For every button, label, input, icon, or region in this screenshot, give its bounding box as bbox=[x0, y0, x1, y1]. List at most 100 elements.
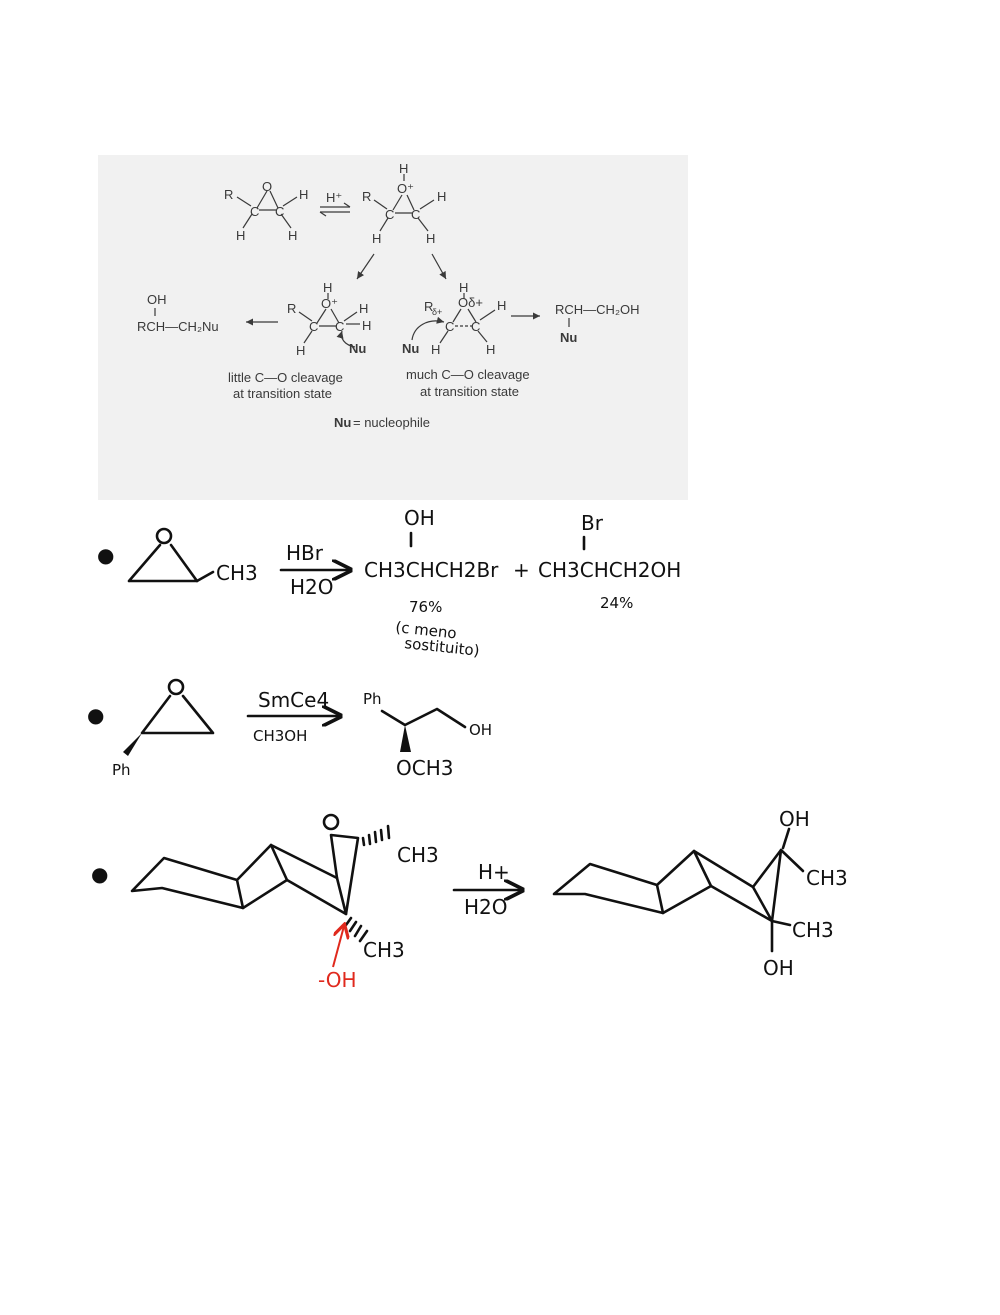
substituent-label: Ph bbox=[112, 761, 131, 779]
equilibrium-arrow: H⁺ bbox=[319, 190, 351, 217]
product1: CH3CHCH2Br bbox=[364, 558, 499, 582]
atom-label: C bbox=[445, 319, 454, 334]
epoxide-ring bbox=[140, 694, 215, 735]
scan-background bbox=[98, 155, 688, 500]
protonated-epoxide: H O⁺ R C C H H H bbox=[362, 161, 446, 246]
product-hydroxyl: OH bbox=[763, 956, 794, 980]
arrow-label: H⁺ bbox=[326, 190, 342, 205]
product-substituent: OCH3 bbox=[396, 756, 453, 780]
caption: much C—O cleavage bbox=[406, 367, 530, 382]
product1-substituent: OH bbox=[404, 506, 435, 530]
bullet: ● bbox=[91, 862, 108, 886]
product-line: Nu bbox=[560, 330, 577, 345]
atom-label: H bbox=[497, 298, 506, 313]
atom-label: R bbox=[224, 187, 233, 202]
plus-sign: + bbox=[513, 558, 530, 582]
epoxide-ring bbox=[329, 833, 360, 916]
hashed-bond bbox=[361, 824, 391, 847]
oxygen-atom bbox=[322, 813, 340, 831]
bullet: ● bbox=[97, 543, 114, 567]
atom-label: H bbox=[299, 187, 308, 202]
atom-label: O bbox=[262, 179, 272, 194]
atom-label: R bbox=[362, 189, 371, 204]
atom-label: H bbox=[399, 161, 408, 176]
legend-text: = nucleophile bbox=[353, 415, 430, 430]
atom-label: H bbox=[372, 231, 381, 246]
product-substituent: OH bbox=[469, 721, 492, 739]
product-substituent: Ph bbox=[363, 690, 382, 708]
partial-charge: δ+ bbox=[432, 307, 442, 317]
substituent-label: CH3 bbox=[216, 561, 258, 585]
wedge-bond bbox=[400, 725, 411, 752]
reagent-top: H+ bbox=[478, 860, 510, 884]
product-line: RCH—CH₂Nu bbox=[137, 319, 219, 334]
product-line: OH bbox=[147, 292, 167, 307]
atom-label: H bbox=[359, 301, 368, 316]
attacking-hydroxide: -OH bbox=[318, 968, 357, 992]
epoxide-ring bbox=[127, 543, 199, 583]
epoxide-reactant: O R C C H H H bbox=[224, 179, 308, 243]
reagent-bottom: H2O bbox=[464, 895, 508, 919]
atom-label: R bbox=[287, 301, 296, 316]
ring-fusion bbox=[655, 849, 713, 915]
atom-label: H bbox=[296, 343, 305, 358]
arrow-to-right-path bbox=[431, 253, 447, 280]
atom-label: H bbox=[236, 228, 245, 243]
nucleophile-attack-arrow bbox=[332, 926, 344, 968]
ring-fusion bbox=[235, 843, 289, 910]
decalin-frame bbox=[552, 849, 774, 923]
methyl-label: CH3 bbox=[397, 843, 439, 867]
atom-label: O⁺ bbox=[321, 296, 338, 311]
atom-label: H bbox=[437, 189, 446, 204]
left-transition-state: H O⁺ R C C H H H Nu bbox=[287, 280, 371, 358]
atom-label: O⁺ bbox=[397, 181, 414, 196]
legend-symbol: Nu bbox=[334, 415, 351, 430]
reagent-top: SmCe4 bbox=[258, 688, 329, 712]
atom-label: H bbox=[459, 280, 468, 295]
atom-label: R bbox=[424, 299, 433, 314]
right-product: RCH—CH₂OH Nu bbox=[555, 302, 640, 345]
product-methyl: CH3 bbox=[806, 866, 848, 890]
oxygen-atom bbox=[167, 678, 185, 696]
reaction-2: ● Ph SmCe4 CH3OH Ph OH OCH3 bbox=[87, 678, 492, 780]
atom-label: H bbox=[288, 228, 297, 243]
oxygen-atom bbox=[155, 527, 173, 545]
reagent-bottom: CH3OH bbox=[253, 727, 307, 745]
atom-label: C bbox=[411, 207, 420, 222]
caption: at transition state bbox=[420, 384, 519, 399]
caption: at transition state bbox=[233, 386, 332, 401]
product-hydroxyl: OH bbox=[779, 807, 810, 831]
reagent-top: HBr bbox=[286, 541, 324, 565]
atom-label: C bbox=[385, 207, 394, 222]
atom-label: H bbox=[431, 342, 440, 357]
atom-label: C bbox=[309, 319, 318, 334]
yield-1: 76% bbox=[409, 598, 442, 616]
left-product: OH RCH—CH₂Nu bbox=[137, 292, 219, 334]
atom-label: Oδ+ bbox=[458, 295, 483, 310]
atom-label: C bbox=[275, 204, 284, 219]
bullet: ● bbox=[87, 703, 104, 727]
reaction-1: ● CH3 HBr H2O OH CH3CHCH2Br + Br CH3CHCH… bbox=[97, 506, 681, 660]
atom-label: C bbox=[250, 204, 259, 219]
atom-label: H bbox=[486, 342, 495, 357]
yield-2: 24% bbox=[600, 594, 633, 612]
atom-label: H bbox=[426, 231, 435, 246]
atom-label: H bbox=[323, 280, 332, 295]
methyl-label: CH3 bbox=[363, 938, 405, 962]
atom-label: C bbox=[335, 319, 344, 334]
legend: Nu = nucleophile bbox=[334, 415, 430, 430]
arrow-to-left-path bbox=[356, 253, 375, 280]
caption: little C—O cleavage bbox=[228, 370, 343, 385]
mechanism-figure: O R C C H H H H⁺ H O⁺ R bbox=[98, 155, 688, 500]
product-methyl: CH3 bbox=[792, 918, 834, 942]
atom-label: H bbox=[362, 318, 371, 333]
atom-label: C bbox=[471, 319, 480, 334]
decalin-frame bbox=[130, 843, 348, 916]
product-chain bbox=[380, 707, 467, 729]
reagent-bottom: H2O bbox=[290, 575, 334, 599]
product2-substituent: Br bbox=[581, 511, 604, 535]
right-transition-state: H Oδ+ R δ+ C C H H H Nu bbox=[402, 280, 506, 357]
nucleophile-label: Nu bbox=[402, 341, 419, 356]
note: sostituito) bbox=[404, 634, 481, 660]
